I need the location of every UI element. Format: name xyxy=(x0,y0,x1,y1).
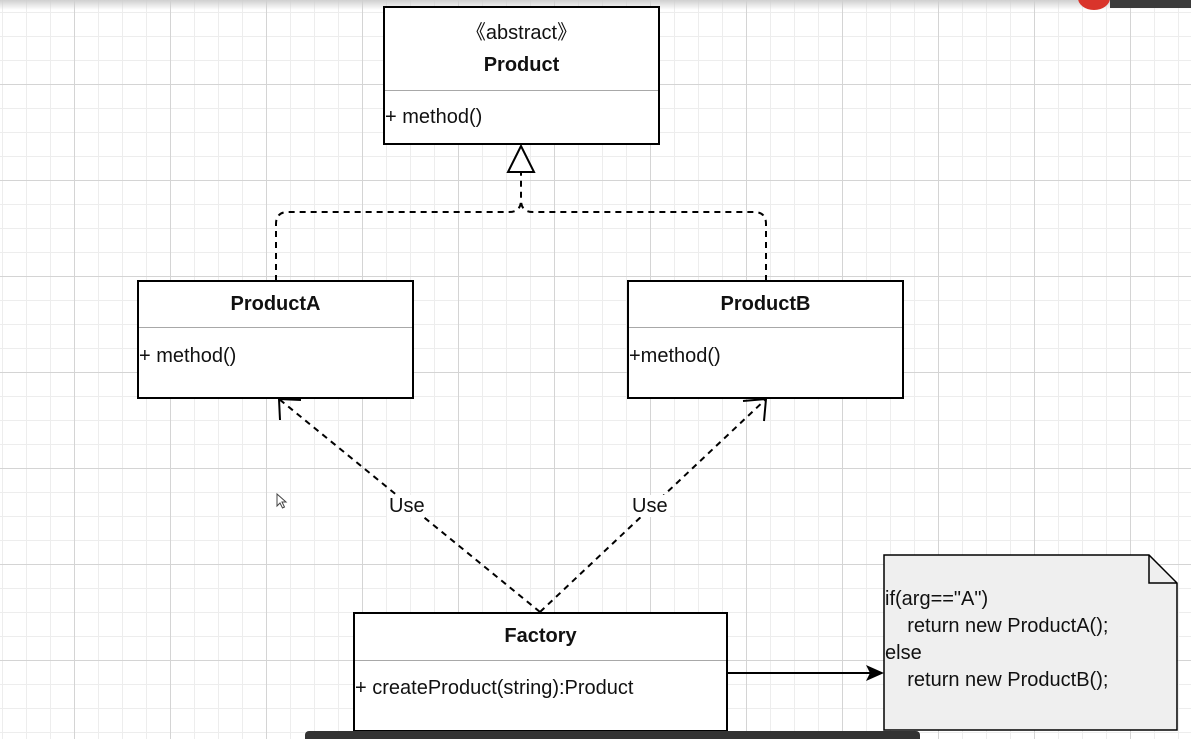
mouse-cursor-icon xyxy=(276,493,288,509)
class-product-a-method: + method() xyxy=(139,345,237,367)
use-label-b: Use xyxy=(630,495,670,517)
window-corner xyxy=(1110,0,1191,8)
note-line: return new ProductA(); xyxy=(885,615,1109,637)
inheritance-edge-product-b xyxy=(520,199,767,281)
note-connector-arrow-icon xyxy=(866,665,884,681)
note-fold xyxy=(1148,555,1177,584)
class-factory-name: Factory xyxy=(504,625,577,647)
note-line: if(arg=="A") xyxy=(885,588,989,610)
use-arrow-a-icon xyxy=(277,397,302,421)
note-shape xyxy=(883,554,1178,731)
note-line: return new ProductB(); xyxy=(885,669,1109,691)
class-product-a[interactable]: ProductA + method() xyxy=(137,280,414,399)
app-badge-icon xyxy=(1078,0,1110,10)
class-product-name: Product xyxy=(483,54,560,76)
class-product-a-header: ProductA xyxy=(139,282,412,328)
class-product-stereotype: 《abstract》 xyxy=(465,22,578,44)
class-product-b-method: +method() xyxy=(629,345,721,367)
class-factory-method: + createProduct(string):Product xyxy=(355,677,634,699)
class-product-b-name: ProductB xyxy=(720,293,811,315)
class-product-b-header: ProductB xyxy=(629,282,902,328)
note-text: if(arg=="A") return new ProductA();else … xyxy=(885,586,1108,694)
class-product-a-name: ProductA xyxy=(230,293,321,315)
note-line: else xyxy=(885,642,922,664)
inheritance-edge-product-a xyxy=(275,172,522,281)
class-factory-header: Factory xyxy=(355,614,726,661)
class-product-header: 《abstract》 Product xyxy=(385,8,658,91)
class-product-method: + method() xyxy=(385,106,483,128)
class-product-b[interactable]: ProductB +method() xyxy=(627,280,904,399)
class-factory[interactable]: Factory + createProduct(string):Product xyxy=(353,612,728,732)
inheritance-triangle-icon xyxy=(506,143,536,173)
use-arrow-b-icon xyxy=(742,397,768,422)
class-product[interactable]: 《abstract》 Product + method() xyxy=(383,6,660,145)
bottom-toolbar-edge xyxy=(305,731,920,739)
window-top-edge xyxy=(0,0,1191,10)
use-label-a: Use xyxy=(387,495,427,517)
